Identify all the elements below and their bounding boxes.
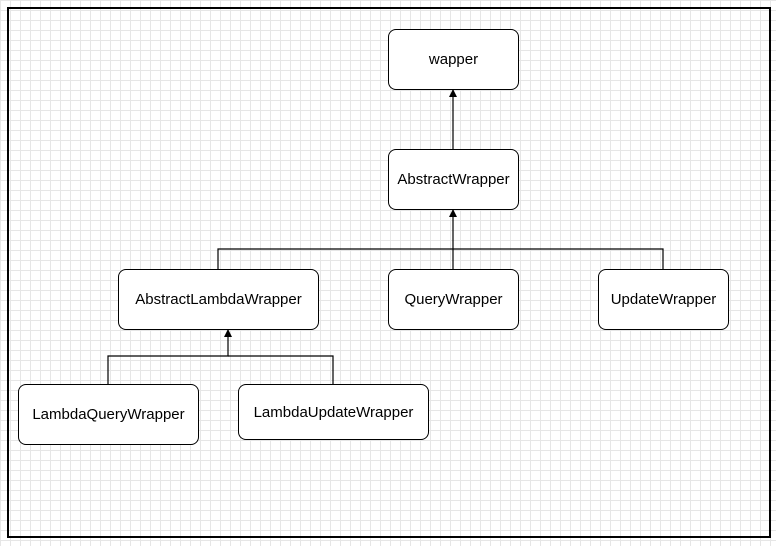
node-query-wrapper[interactable]: QueryWrapper — [388, 269, 519, 330]
node-abstract-lambda-wrapper[interactable]: AbstractLambdaWrapper — [118, 269, 319, 330]
node-abstract-wrapper[interactable]: AbstractWrapper — [388, 149, 519, 210]
node-label: LambdaQueryWrapper — [32, 406, 185, 423]
edge-lambdaupdatewrapper-to-abstractlambdawrapper — [228, 355, 334, 384]
node-label: QueryWrapper — [404, 291, 503, 308]
edge-lambdaquerywrapper-to-abstractlambdawrapper — [107, 329, 232, 384]
edge-abstractlambdawrapper-to-abstractwrapper — [217, 209, 457, 269]
node-label: UpdateWrapper — [610, 291, 717, 308]
node-wapper[interactable]: wapper — [388, 29, 519, 90]
node-update-wrapper[interactable]: UpdateWrapper — [598, 269, 729, 330]
node-label: wapper — [428, 51, 479, 68]
node-label: AbstractWrapper — [397, 171, 510, 188]
edge-updatewrapper-to-abstractwrapper — [453, 248, 664, 269]
diagram-frame — [7, 7, 771, 538]
node-lambda-update-wrapper[interactable]: LambdaUpdateWrapper — [238, 384, 429, 440]
node-label: AbstractLambdaWrapper — [135, 291, 302, 308]
node-lambda-query-wrapper[interactable]: LambdaQueryWrapper — [18, 384, 199, 445]
node-label: LambdaUpdateWrapper — [253, 403, 414, 421]
